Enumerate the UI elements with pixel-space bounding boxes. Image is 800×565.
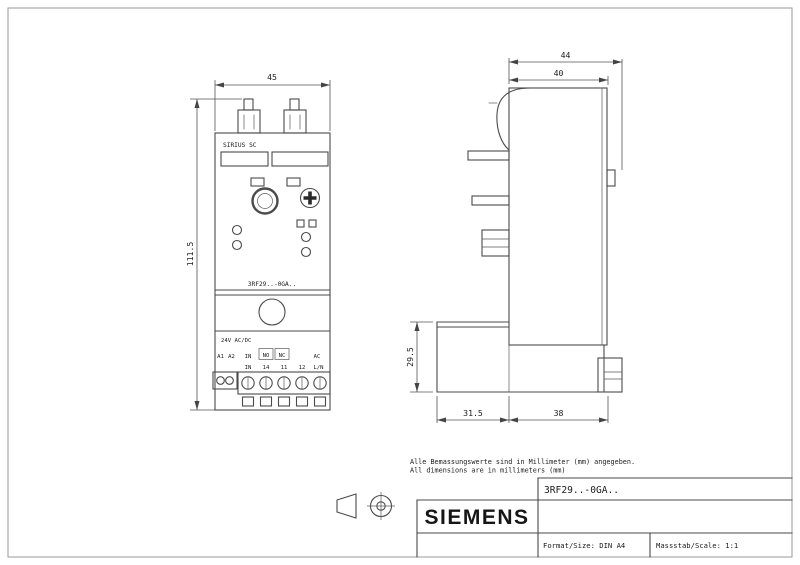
led-indicator [300,231,312,243]
side-mounting-tab [606,169,616,187]
sheet-border [7,7,793,558]
indicator-window [296,219,305,228]
note-line-german: Alle Bemassungswerte sind in Millimeter … [410,458,635,466]
side-body-depth-dim-label: 38 [554,408,564,418]
front-view-mid-section [214,289,331,332]
front-view-dimension-lines [190,80,331,411]
front-view: 45 111.5 [185,72,331,411]
adjust-knob [251,187,279,215]
side-overall-width-dim-label: 44 [561,50,571,60]
terminal-label-nc: NC [279,353,286,359]
led-indicator [231,224,243,236]
terminal-label-in: IN [245,354,252,360]
screw-cross-icon [303,191,317,205]
connector-block [481,229,510,257]
screw-head [299,187,321,209]
nc-label-box [274,348,290,360]
projection-cone-icon [336,493,357,519]
note-line-english: All dimensions are in millimeters (mm) [410,467,566,475]
side-view: 44 40 29.5 31.5 38 [405,50,623,423]
title-format: Format/Size: DIN A4 [543,541,625,550]
front-height-dim-label: 111.5 [185,242,195,267]
front-view-terminal-area [212,348,331,407]
side-view-dimension-lines [410,58,623,423]
model-label: 3RF29..-0GA.. [248,281,296,288]
projection-symbol [336,492,395,520]
connector-pin [467,150,510,161]
title-block-grid [416,477,793,558]
title-scale: Massstab/Scale: 1:1 [656,541,738,550]
side-view-body-outline [436,87,623,393]
screw-slots [247,377,321,389]
terminal-label-in2: IN [245,365,252,371]
led-indicator [300,246,312,258]
hinged-cover-profile [496,87,531,151]
title-block: 3RF29..-0GA.. SIEMENS Format/Size: DIN A… [416,477,793,558]
connector-pin [471,195,510,206]
terminal-strip [237,371,331,395]
side-body-width-dim-label: 40 [554,68,564,78]
front-view-body-outline [214,98,331,411]
side-base-height-dim-label: 29.5 [405,347,415,367]
front-view-controls [231,187,321,258]
adjust-knob-inner [257,193,273,209]
terminal-label-ln: L/N [313,365,323,371]
terminal-label-14: 14 [263,365,270,371]
terminal-label-ac: AC [314,354,321,360]
led-indicator [231,239,243,251]
side-terminal-block [597,357,623,393]
control-connector [212,371,238,390]
terminal-label-no: NO [263,353,270,359]
terminal-label-a2: A2 [228,354,235,360]
no-label-box [258,348,274,360]
indicator-window [308,219,317,228]
supply-label: 24V AC/DC [221,338,251,344]
siemens-logo: SIEMENS [424,506,529,529]
front-width-dim-label: 45 [267,72,277,82]
terminal-label-12: 12 [299,365,306,371]
terminal-label-a1: A1 [217,354,224,360]
sirius-label: SIRIUS SC [223,142,257,149]
drawing-notes: Alle Bemassungswerte sind in Millimeter … [410,458,635,475]
title-part-number: 3RF29..-0GA.. [544,485,619,496]
terminal-label-11: 11 [281,365,288,371]
side-base-depth-dim-label: 31.5 [463,408,483,418]
